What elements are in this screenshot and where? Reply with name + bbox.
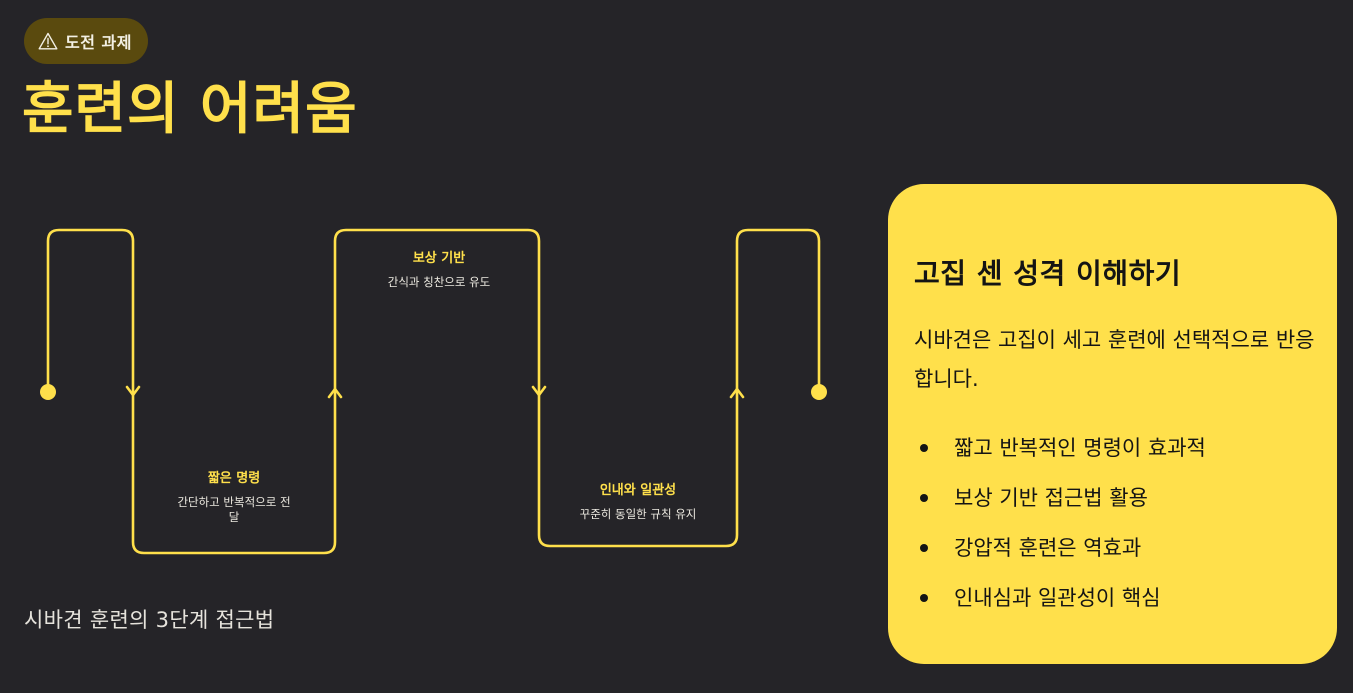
step-description: 간단하고 반복적으로 전 달 [177, 495, 291, 524]
badge-label: 도전 과제 [65, 33, 132, 52]
page-title: 훈련의 어려움 [22, 77, 358, 142]
flow-path-graphic [40, 228, 827, 555]
down-arrow-icon [531, 385, 547, 397]
bullet-icon [920, 544, 928, 552]
list-item: 강압적 훈련은 역효과 [914, 523, 1206, 573]
up-arrow-icon [729, 387, 745, 399]
list-item: 인내심과 일관성이 핵심 [914, 573, 1206, 623]
challenge-badge: 도전 과제 [24, 18, 148, 64]
card-text: 시바견은 고집이 세고 훈련에 선택적으로 반응합니다. [914, 328, 1315, 391]
step-description: 간식과 칭찬으로 유도 [387, 275, 491, 289]
list-item-text: 강압적 훈련은 역효과 [954, 536, 1142, 560]
step-reward-based: 보상 기반 간식과 칭찬으로 유도 [349, 250, 529, 290]
step-description: 꾸준히 동일한 규칙 유지 [579, 507, 697, 521]
start-dot [40, 384, 56, 400]
list-item-text: 인내심과 일관성이 핵심 [954, 586, 1161, 610]
list-item-text: 보상 기반 접근법 활용 [954, 486, 1148, 510]
step-short-commands: 짧은 명령 간단하고 반복적으로 전 달 [156, 470, 312, 525]
info-card: 고집 센 성격 이해하기 시바견은 고집이 세고 훈련에 선택적으로 반응합니다… [888, 184, 1337, 664]
warning-triangle-icon [38, 32, 58, 50]
card-title: 고집 센 성격 이해하기 [914, 257, 1182, 290]
up-arrow-icon [327, 387, 343, 399]
step-title: 보상 기반 [412, 251, 466, 266]
process-diagram: 짧은 명령 간단하고 반복적으로 전 달 보상 기반 간식과 칭찬으로 유도 인… [24, 228, 827, 632]
list-item: 보상 기반 접근법 활용 [914, 473, 1206, 523]
card-bullet-list: 짧고 반복적인 명령이 효과적 보상 기반 접근법 활용 강압적 훈련은 역효과… [914, 423, 1206, 623]
bullet-icon [920, 444, 928, 452]
end-dot [811, 384, 827, 400]
step-title: 인내와 일관성 [599, 483, 677, 498]
flow-path [46, 228, 821, 555]
down-arrow-icon [125, 385, 141, 397]
step-title: 짧은 명령 [207, 471, 261, 486]
list-item-text: 짧고 반복적인 명령이 효과적 [954, 436, 1206, 460]
bullet-icon [920, 594, 928, 602]
list-item: 짧고 반복적인 명령이 효과적 [914, 423, 1206, 473]
diagram-caption: 시바견 훈련의 3단계 접근법 [24, 608, 275, 632]
bullet-icon [920, 494, 928, 502]
step-patience-consistency: 인내와 일관성 꾸준히 동일한 규칙 유지 [553, 482, 723, 522]
